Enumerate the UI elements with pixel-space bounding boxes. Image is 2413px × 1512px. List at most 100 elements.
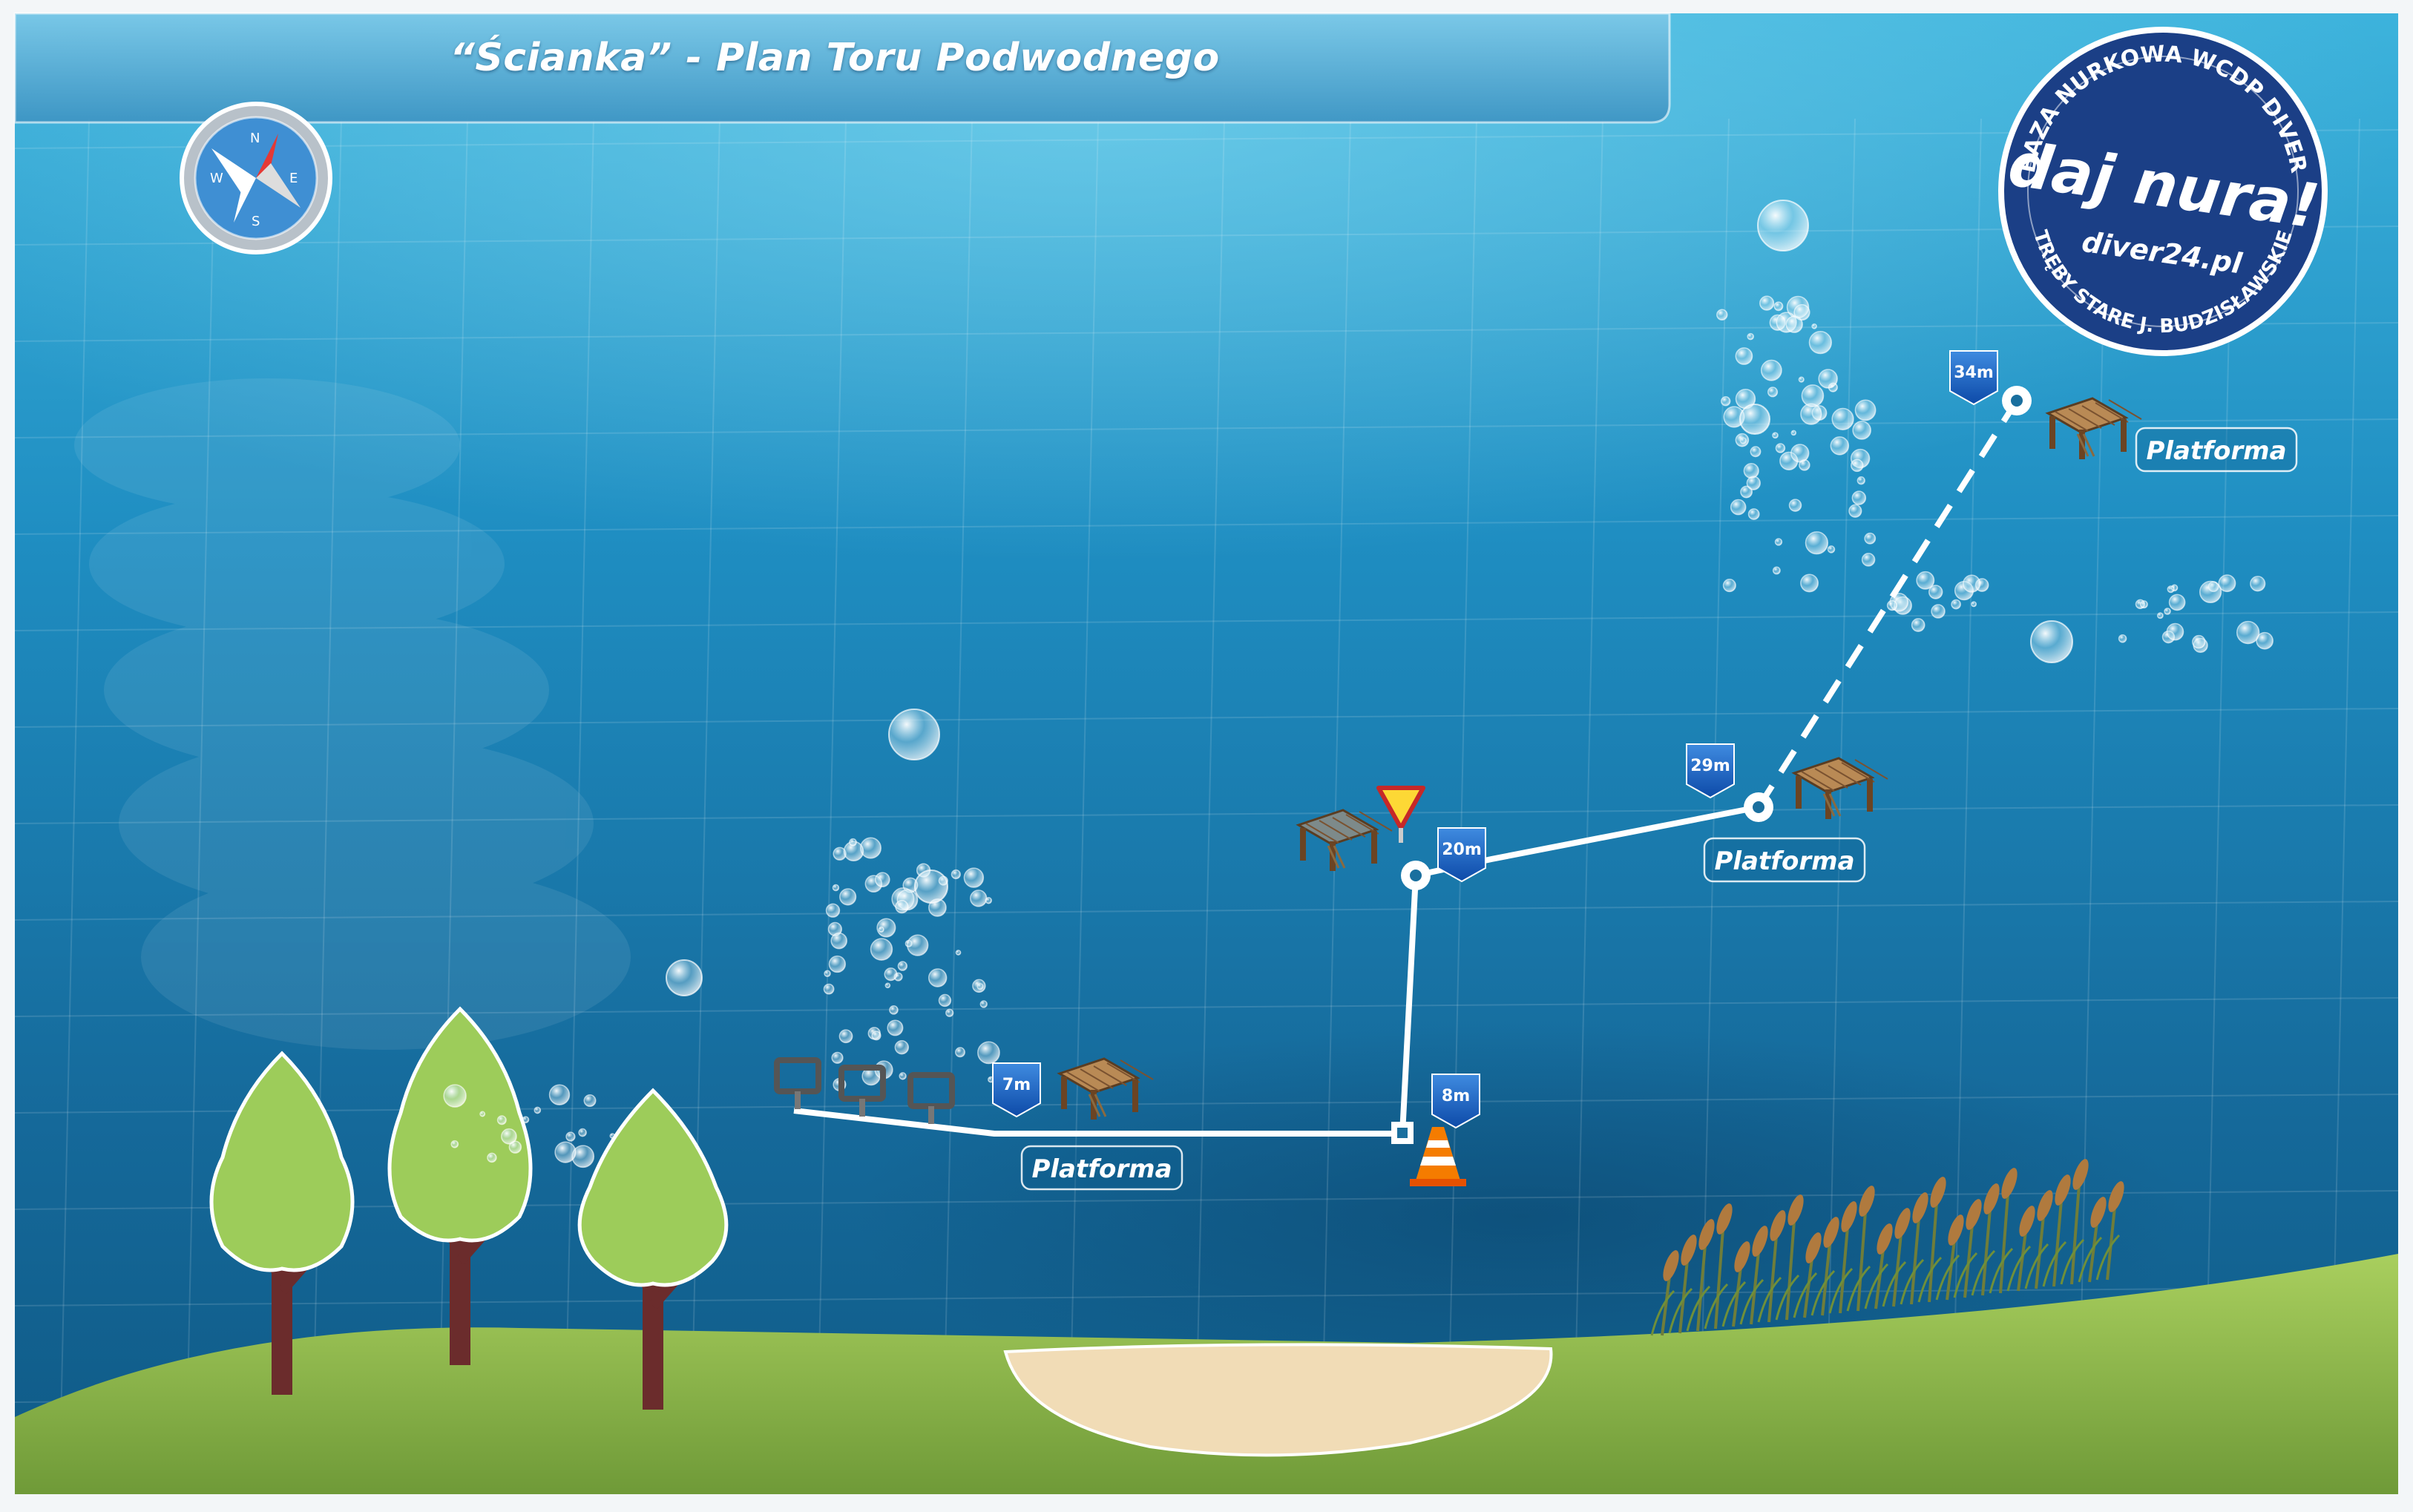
bubble [895, 899, 909, 914]
bubble [1848, 504, 1862, 518]
bubble [889, 1005, 899, 1015]
bubble [1852, 421, 1871, 440]
bubble [1747, 332, 1754, 341]
bubble [609, 1133, 616, 1139]
bubble [2166, 622, 2184, 641]
reed-icon [2037, 1190, 2053, 1221]
title-bar [13, 12, 1671, 124]
platform-icon [1296, 809, 1393, 871]
bubble [907, 934, 929, 956]
bubble [2139, 600, 2148, 609]
bubble [1818, 369, 1838, 389]
bubbles [443, 200, 2274, 1168]
bubble [951, 869, 961, 880]
bubble [2250, 576, 2266, 592]
bubble [2168, 594, 2186, 611]
bubble [1735, 433, 1750, 447]
sign-icon [907, 1072, 955, 1124]
bubble [1772, 432, 1779, 439]
bubble [914, 870, 948, 904]
reed-icon [1841, 1201, 1857, 1232]
bubble [955, 950, 962, 956]
sign-icon [838, 1065, 886, 1117]
bubble [825, 903, 841, 918]
reed-icon [1681, 1235, 1697, 1266]
reed-icon [1823, 1217, 1839, 1248]
reed-icon [1894, 1208, 1911, 1239]
reed-icon [1787, 1194, 1804, 1226]
reeds [1650, 1159, 2124, 1336]
reed-icon [1770, 1210, 1786, 1241]
bubble [1831, 407, 1854, 430]
bubble [522, 1116, 530, 1124]
bubble [1808, 331, 1832, 355]
logo: BAZA NURKOWA WCDP DIVER TRĘBY STARE J. B… [1998, 27, 2328, 356]
platform-label-text: Platforma [2146, 436, 2286, 466]
route-line [793, 804, 1759, 1137]
bubble [1785, 315, 1803, 333]
reed-icon [2019, 1206, 2035, 1237]
dive-route [793, 386, 2032, 1144]
bubble [894, 1039, 910, 1055]
platform-label: Platforma [1703, 837, 1866, 883]
bubble [870, 938, 893, 961]
bubble [828, 955, 847, 973]
compass-s: S [252, 214, 260, 229]
tree-icon [387, 1006, 533, 1365]
bubble [979, 1000, 988, 1008]
bubble [1772, 566, 1781, 575]
light-glow [15, 13, 2398, 829]
bubble [534, 1106, 542, 1114]
bubble [928, 968, 948, 987]
reed-icon [1698, 1219, 1715, 1250]
sign-icon [774, 1057, 821, 1109]
bubble [897, 961, 908, 971]
bubble [666, 959, 703, 996]
bubble [1773, 301, 1784, 312]
bubble [1767, 387, 1779, 398]
bubble [2199, 580, 2222, 604]
bubble [1911, 618, 1926, 632]
depth-label: 29m [1690, 757, 1730, 775]
depth-label: 8m [1442, 1087, 1470, 1105]
traffic-cone-icon [1410, 1127, 1466, 1186]
bubble [888, 709, 940, 760]
bubble [1747, 508, 1760, 520]
bubble [831, 1051, 844, 1064]
bubble [1793, 303, 1810, 321]
bubble [832, 884, 840, 892]
reed-icon [1877, 1223, 1893, 1255]
bubble [1739, 404, 1770, 435]
platform-label-text: Platforma [1031, 1154, 1172, 1184]
reed-icon [1734, 1241, 1750, 1272]
bubble [871, 1031, 882, 1041]
bubble [1735, 347, 1753, 365]
bubble [963, 867, 985, 888]
bubble [970, 890, 988, 907]
bubble [1827, 545, 1836, 553]
bubble [1722, 579, 1736, 593]
bubble [1931, 604, 1946, 619]
bubble [1788, 499, 1802, 512]
depth-label: 34m [1954, 364, 1994, 382]
page-title: “Ścianka” - Plan Toru Podwodnego [450, 36, 1220, 80]
tree-icon [209, 1051, 355, 1395]
bubble [501, 1128, 517, 1145]
reed-icon [1805, 1232, 1822, 1263]
reed-icon [1948, 1214, 1964, 1246]
sand-beach [1003, 1343, 1553, 1457]
reed-icon [1716, 1203, 1733, 1235]
bubble [1746, 476, 1761, 490]
bubble [1851, 458, 1864, 473]
bubble [443, 1084, 467, 1108]
reed-icon [2090, 1197, 2107, 1228]
bubble [1864, 532, 1877, 545]
reed-icon [2072, 1159, 2089, 1190]
reed-icon [2055, 1174, 2071, 1206]
reed-icon [1966, 1199, 1982, 1230]
platform-label-text: Platforma [1714, 847, 1854, 876]
bubble [972, 979, 986, 993]
